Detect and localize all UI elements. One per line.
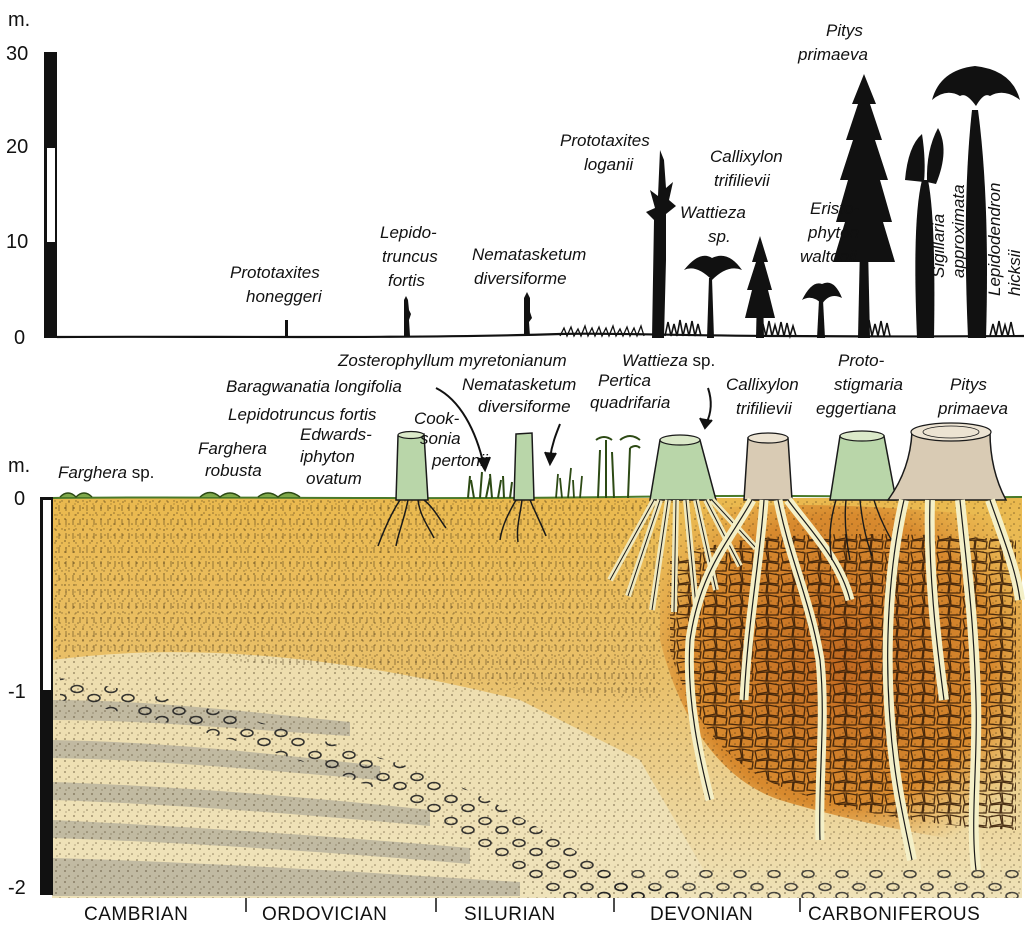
period-silurian: SILURIAN (464, 904, 556, 925)
prototaxites-loganii-silhouette (646, 150, 676, 338)
lower-tick-0: 0 (14, 488, 25, 510)
pebble-base (600, 870, 1022, 898)
label-farghera-robusta: Farghera robusta (198, 439, 272, 480)
nematasketum-silhouette (524, 292, 532, 336)
upper-ground-line (57, 320, 1024, 337)
cooksonia-clump (468, 472, 512, 498)
lower-tick-neg1: -1 (8, 681, 26, 703)
label-lepidotruncus-fortis-upper: Lepido- truncus fortis (380, 223, 442, 290)
eristophyton-silhouette (802, 283, 842, 338)
arrowhead-wattieza (700, 418, 712, 428)
label-prototaxites-loganii: Prototaxites loganii (560, 131, 655, 174)
label-prototaxites-honeggeri: Prototaxites honeggeri (230, 263, 325, 306)
label-pitys-upper: Pitys primaeva (797, 21, 868, 64)
label-sigillaria: Sigillaria approximata (929, 184, 968, 278)
period-devonian: DEVONIAN (650, 904, 753, 925)
upper-tick-0: 0 (14, 327, 25, 349)
arrow-wattieza (706, 388, 711, 424)
period-axis: CAMBRIAN ORDOVICIAN SILURIAN DEVONIAN CA… (84, 898, 980, 925)
lower-tick-neg2: -2 (8, 877, 26, 899)
label-edwardsiphyton: Edwards- iphyton ovatum (300, 425, 377, 488)
label-pitys-lower: Pitys primaeva (937, 375, 1008, 418)
lower-depth-scale: m. 0 -1 -2 (8, 455, 53, 899)
lepidodendron-silhouette (932, 66, 1020, 338)
arrowhead-nematasketum (545, 452, 556, 464)
lower-scale-white-segment (43, 500, 51, 690)
label-nematasketum-upper: Nematasketum diversiforme (472, 245, 591, 288)
label-nematasketum-lower: Nematasketum diversiforme (462, 375, 581, 416)
prototaxites-honeggeri-silhouette (285, 320, 288, 336)
label-protostigmaria: Proto- stigmaria eggertiana (816, 351, 908, 418)
label-callixylon-lower: Callixylon trifilievii (726, 375, 803, 418)
upper-height-scale: m. 30 20 10 0 (6, 9, 57, 349)
label-lepidodendron: Lepidodendron hicksii (985, 178, 1024, 296)
upper-tick-10: 10 (6, 231, 28, 253)
upper-labels: Prototaxites honeggeri Lepido- truncus f… (230, 21, 1024, 306)
lower-scale-unit: m. (8, 455, 30, 477)
lepidotruncus-fortis-silhouette (404, 296, 411, 336)
label-pertonii: pertonii (431, 451, 489, 470)
label-baragwanatia: Baragwanatia longifolia (226, 377, 402, 396)
label-cooksonia: Cook- sonia (414, 409, 464, 448)
label-callixylon-upper: Callixylon trifilievii (710, 147, 787, 190)
upper-tick-20: 20 (6, 136, 28, 158)
early-moss-mats (60, 493, 300, 498)
period-cambrian: CAMBRIAN (84, 904, 188, 925)
soil-profile (52, 496, 1022, 898)
period-ordovician: ORDOVICIAN (262, 904, 387, 925)
label-wattieza-lower: Wattieza sp. (622, 351, 715, 370)
upper-plant-silhouettes (285, 66, 1020, 338)
upper-scale-unit: m. (8, 9, 30, 31)
label-pertica: Pertica quadrifaria (590, 371, 670, 412)
period-carboniferous: CARBONIFEROUS (808, 904, 980, 925)
label-farghera-sp: Farghera sp. (58, 463, 154, 482)
label-wattieza-upper: Wattieza sp. (680, 203, 751, 246)
upper-tick-30: 30 (6, 43, 28, 65)
callixylon-silhouette (745, 236, 775, 338)
upper-scale-white-segment (47, 148, 55, 242)
label-lepidotruncus-lower: Lepidotruncus fortis (228, 405, 377, 424)
pertica-plants (556, 436, 640, 498)
label-eristophyton: Eristo- phyton waltonii (800, 199, 864, 266)
label-zosterophyllum: Zosterophyllum myretonianum (337, 351, 567, 370)
